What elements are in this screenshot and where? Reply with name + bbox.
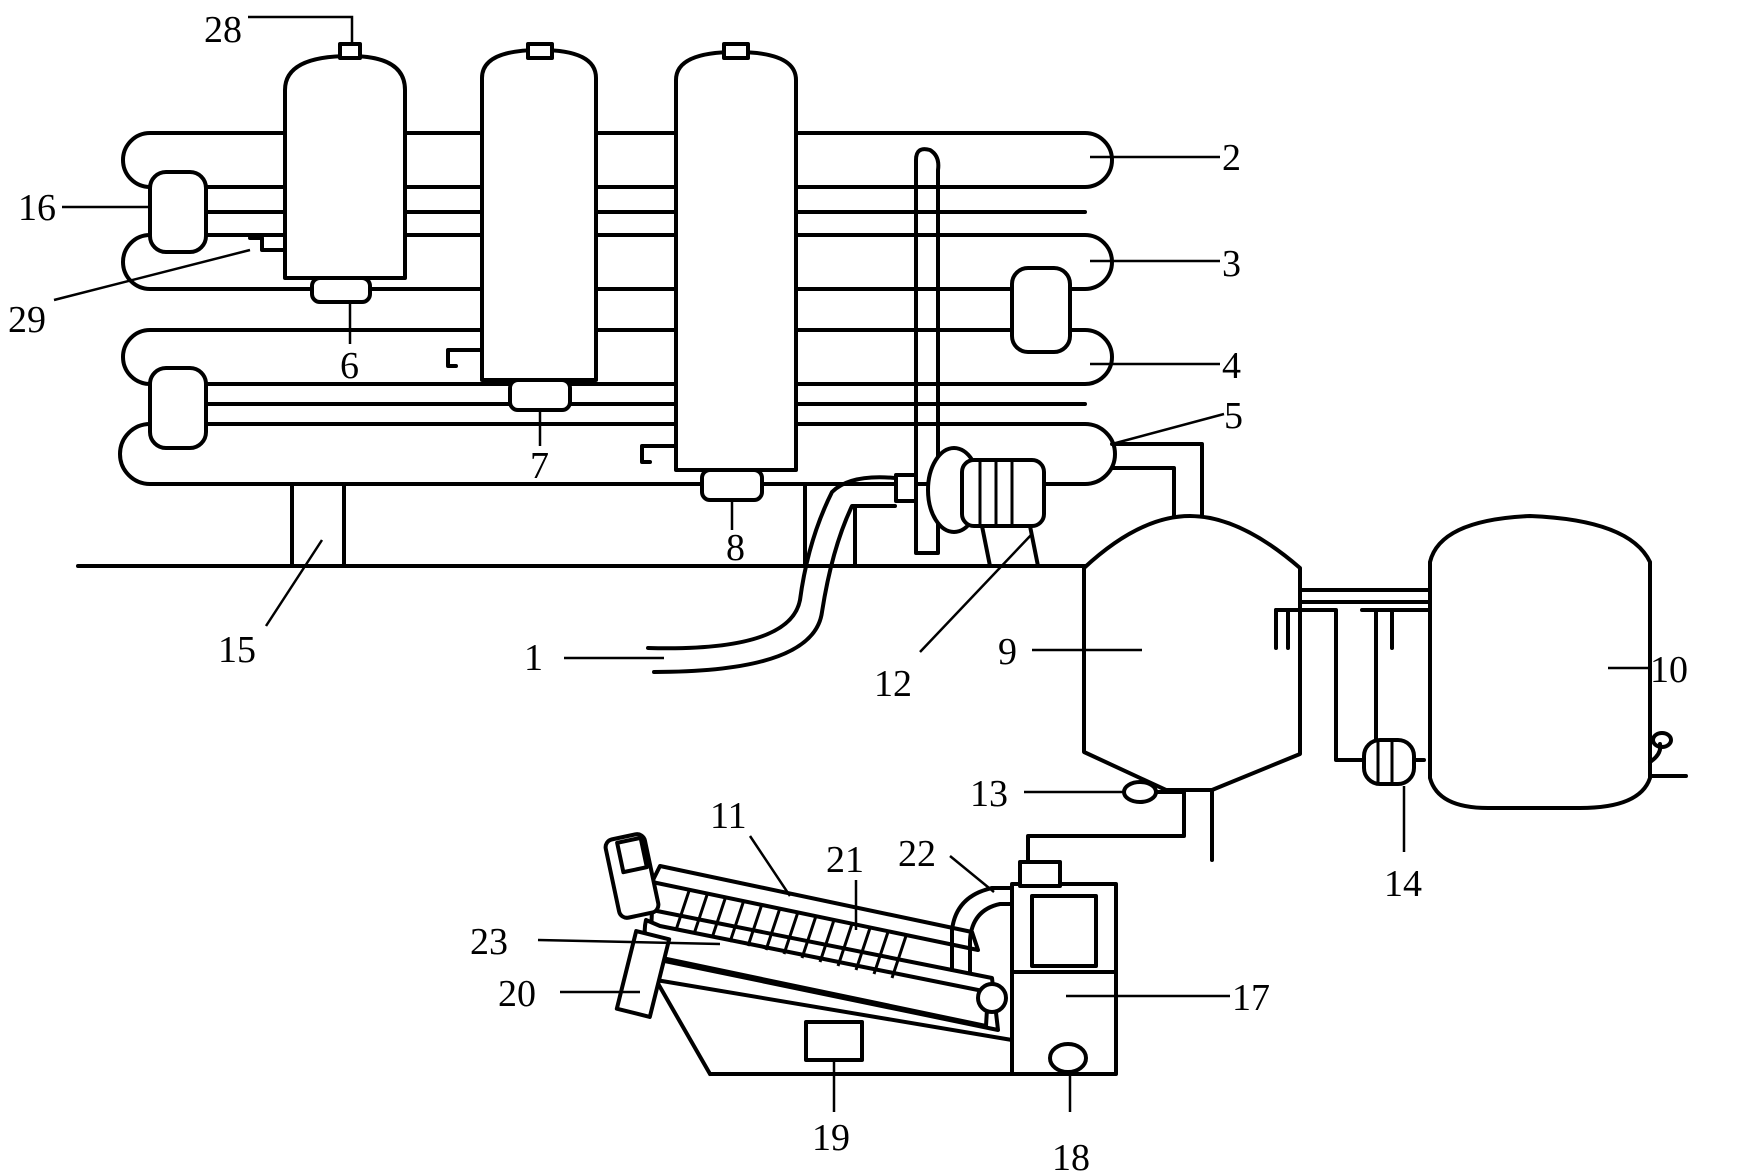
label-3: 3: [1222, 243, 1241, 285]
pump-12: [894, 446, 1046, 568]
label-11: 11: [710, 795, 747, 837]
label-2: 2: [1222, 137, 1241, 179]
label-23: 23: [470, 921, 508, 963]
label-14: 14: [1384, 863, 1422, 905]
connector-left-lower: [148, 366, 208, 450]
label-8: 8: [726, 527, 745, 569]
pipe-5-to-vessel-9: [1110, 442, 1204, 518]
pump-14: [1362, 738, 1426, 786]
outlet-29: [248, 236, 287, 252]
pipe-4: [121, 328, 1114, 386]
label-29: 29: [8, 299, 46, 341]
label-20: 20: [498, 973, 536, 1015]
support-15: [290, 482, 346, 568]
label-10: 10: [1650, 649, 1688, 691]
part-labels: 28 2 3 4 5 16 29 6 7 8 15 1 12 9 10 13 1…: [8, 9, 1688, 1175]
screw-flights-21: [674, 887, 908, 979]
serpentine-pipes: [118, 131, 1117, 486]
connector-16: [148, 170, 208, 254]
label-21: 21: [826, 839, 864, 881]
feed-pipe-1: [646, 475, 897, 674]
label-9: 9: [998, 631, 1017, 673]
label-17: 17: [1232, 977, 1270, 1019]
vessel-9: [1082, 514, 1302, 792]
label-18: 18: [1052, 1137, 1090, 1175]
column-7: [480, 42, 598, 412]
screw-conveyor-11: [642, 864, 1008, 1062]
label-16: 16: [18, 187, 56, 229]
tank-10: [1428, 514, 1688, 810]
label-19: 19: [812, 1117, 850, 1159]
pipe-5: [118, 422, 1117, 486]
leader-lines: [53, 15, 1648, 1112]
label-28: 28: [204, 9, 242, 51]
drive-unit-23: [603, 832, 672, 1019]
label-7: 7: [530, 445, 549, 487]
outlet-7: [446, 348, 484, 368]
label-5: 5: [1224, 395, 1243, 437]
label-22: 22: [898, 833, 936, 875]
outlet-8: [640, 444, 678, 464]
outlet-18: [1048, 1042, 1088, 1074]
column-8: [674, 42, 798, 502]
column-6: [283, 42, 407, 304]
pipe-3: [121, 233, 1114, 291]
label-13: 13: [970, 773, 1008, 815]
label-6: 6: [340, 345, 359, 387]
label-4: 4: [1222, 345, 1241, 387]
label-15: 15: [218, 629, 256, 671]
label-1: 1: [524, 637, 543, 679]
outlet-20: [614, 929, 672, 1019]
valve-13: [1122, 780, 1158, 804]
outlet-line-9-to-17: [1026, 788, 1214, 868]
housing-17: [1010, 860, 1118, 1076]
label-12: 12: [874, 663, 912, 705]
vertical-exhaust-pipe: [914, 147, 941, 555]
connector-right: [1010, 266, 1072, 354]
pipe-2: [121, 131, 1114, 189]
